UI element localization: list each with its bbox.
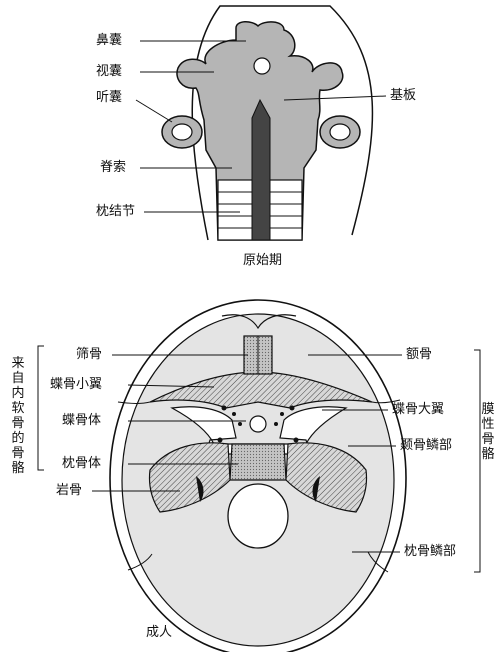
right-group-bracket <box>474 349 481 573</box>
embryo-head-outline <box>191 5 374 241</box>
caption-adult: 成人 <box>146 625 173 640</box>
label-lesser-wing: 蝶骨小翼 <box>50 377 103 392</box>
left-group-bracket <box>37 345 44 471</box>
petrous-right <box>285 442 368 513</box>
label-petrous: 岩骨 <box>56 483 83 498</box>
label-greater-wing: 蝶骨大翼 <box>392 402 445 417</box>
embryo-diagram <box>135 5 387 241</box>
label-left-group: 来自内软骨的骨骼 <box>11 356 25 476</box>
caption-embryo: 原始期 <box>243 253 283 268</box>
label-ethmoid: 筛骨 <box>76 347 103 362</box>
label-frontal: 额骨 <box>406 347 433 362</box>
lesser-wings <box>149 371 373 409</box>
label-occipital-squama: 枕骨鳞部 <box>404 544 457 559</box>
nasal-foramen <box>253 57 271 75</box>
label-notochord: 脊索 <box>100 160 127 175</box>
label-occipital-body: 枕骨体 <box>62 456 102 471</box>
label-optic-capsule: 视囊 <box>96 64 123 79</box>
label-temporal-squama: 颞骨鳞部 <box>400 438 453 453</box>
occipital-body <box>229 443 287 481</box>
label-basal-plate: 基板 <box>390 88 417 103</box>
foramen-magnum <box>227 483 289 549</box>
label-otic-capsule: 听囊 <box>96 90 123 105</box>
adult-skull-diagram <box>37 299 481 652</box>
label-nasal-capsule: 鼻囊 <box>96 33 123 48</box>
label-sphenoid-body: 蝶骨体 <box>62 413 102 428</box>
label-occipital-segments: 枕结节 <box>96 204 136 219</box>
label-right-group: 膜性骨骼 <box>481 402 495 462</box>
petrous-left <box>148 442 231 513</box>
notochord <box>251 98 271 241</box>
